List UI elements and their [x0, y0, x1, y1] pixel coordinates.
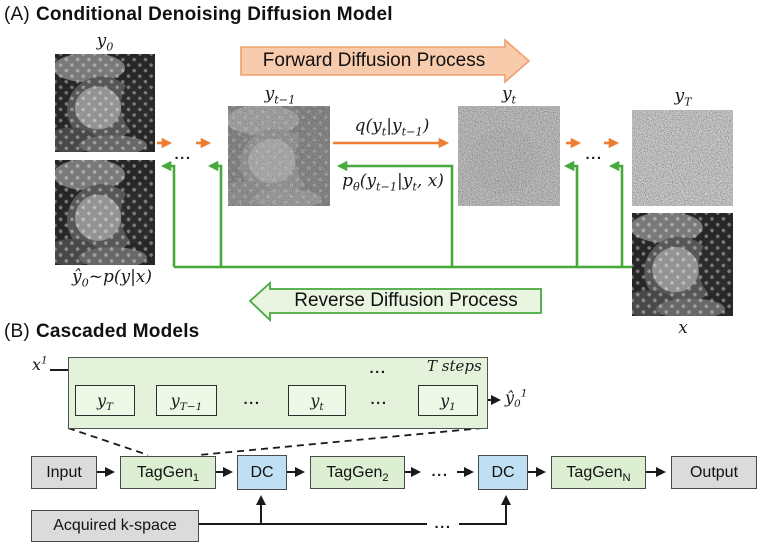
- yt-label: yt: [501, 84, 517, 107]
- step-yT: yT: [75, 385, 135, 416]
- kspace-dots: ...: [434, 515, 452, 532]
- yhat0-label: ŷ0~p(y|x): [71, 267, 153, 290]
- panel-a-prefix: (A): [4, 4, 30, 25]
- reverse-banner: [248, 280, 542, 323]
- dc1-box: DC: [237, 455, 287, 490]
- step-dots-1: ...: [243, 391, 261, 408]
- reverse-arrow-2: [207, 160, 223, 267]
- yt-image: [458, 106, 560, 206]
- yhat0-image: [55, 160, 155, 265]
- feed-dots: ...: [369, 360, 387, 377]
- step-dots-2: ...: [370, 391, 388, 408]
- panel-a-title: (A)Conditional Denoising Diffusion Model: [4, 4, 393, 26]
- chain-dots-left: ...: [174, 146, 192, 163]
- zoom-dashed-left: [67, 427, 149, 456]
- output-box: Output: [671, 456, 757, 489]
- taggen1-box: TagGen1: [120, 456, 216, 489]
- zoom-dashed-right: [198, 427, 484, 456]
- eq-reverse-label: pθ(yt−1|yt, x): [342, 171, 444, 194]
- reverse-arrow-4: [608, 160, 624, 267]
- kspace-dc2-arrow: [459, 495, 511, 525]
- x-label: x: [678, 318, 688, 338]
- cascade-dots: ...: [431, 463, 449, 480]
- x1-label: x1: [32, 354, 48, 374]
- input-box: Input: [31, 456, 97, 489]
- dc2-box: DC: [478, 455, 528, 490]
- reverse-arrow-3: [563, 160, 579, 267]
- taggenN-box: TagGenN: [551, 456, 646, 489]
- y0-image: [55, 54, 155, 152]
- step-yt: yt: [288, 385, 346, 416]
- step-y1: y1: [418, 385, 478, 416]
- taggen2-box: TagGen2: [310, 456, 405, 489]
- panel-b-title: (B)Cascaded Models: [4, 321, 199, 343]
- panel-b-title-text: Cascaded Models: [35, 321, 200, 342]
- panel-b-prefix: (B): [4, 321, 30, 342]
- chain-dots-right: ...: [585, 146, 603, 163]
- reverse-p-arrow: [336, 160, 454, 267]
- yt1-image: [228, 106, 330, 206]
- yT-image: [632, 110, 733, 206]
- eq-forward-label: q(yt|yt−1): [354, 116, 430, 139]
- panel-a-title-text: Conditional Denoising Diffusion Model: [35, 4, 393, 25]
- step-yT1: yT−1: [156, 385, 217, 416]
- yT-label: yT: [674, 86, 692, 109]
- forward-banner: [240, 38, 531, 84]
- y0-label: y0: [96, 31, 114, 54]
- x-image: [632, 213, 733, 316]
- yt1-label: yt−1: [264, 84, 296, 107]
- forward-banner-label: Forward Diffusion Process: [262, 50, 486, 71]
- kspace-box: Acquired k-space: [31, 510, 199, 542]
- reverse-banner-label: Reverse Diffusion Process: [294, 290, 518, 311]
- yhat1-label: ŷ01: [505, 387, 528, 411]
- reverse-arrow-1: [160, 160, 176, 267]
- t-steps-label: T steps: [427, 357, 482, 375]
